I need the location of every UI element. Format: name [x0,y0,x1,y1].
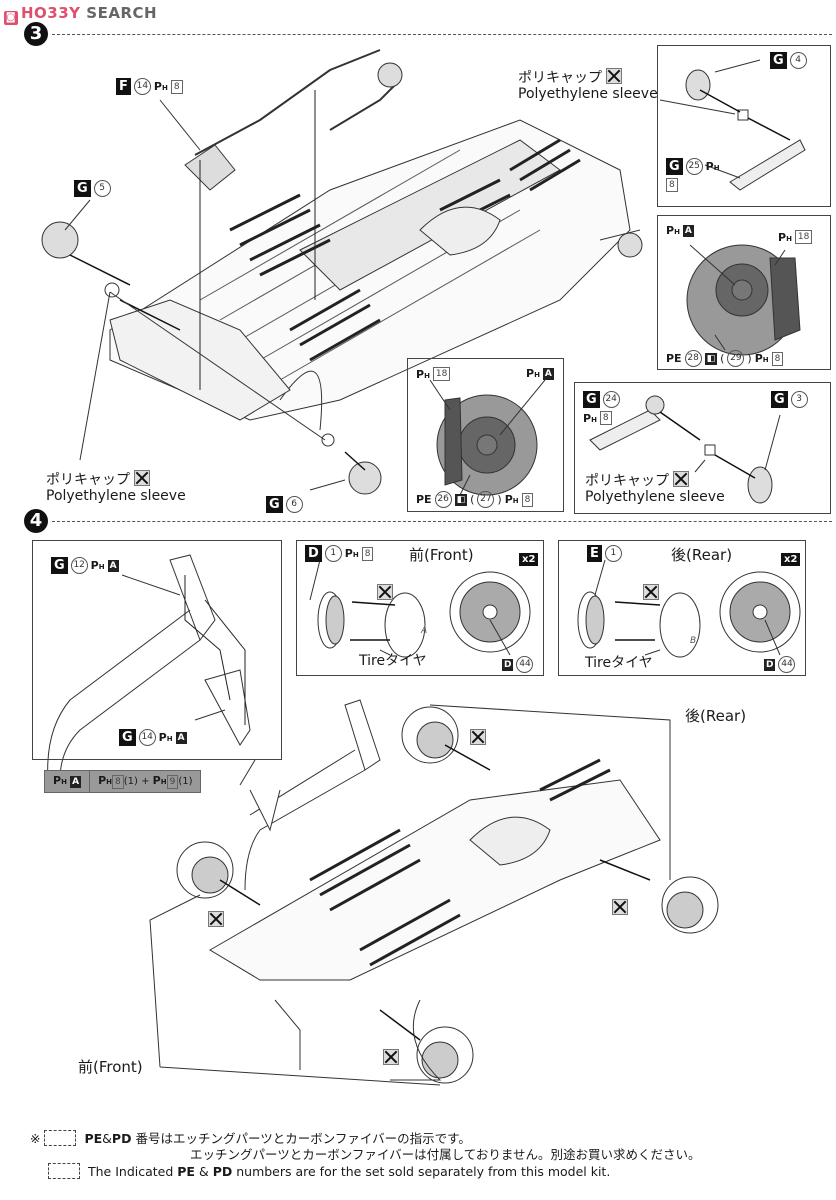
inset-rear-wheel: E 1 後(Rear) x2 B Tireタイヤ D 44 [558,540,806,676]
step-number-4: 4 [24,509,48,533]
paint-icon: PH [778,230,792,244]
callout-e1: E 1 [587,545,622,562]
tire-label: Tireタイヤ [585,655,653,671]
poly-sleeve-icon [643,584,659,600]
callout-g5: G 5 [74,180,111,197]
part-number: 14 [133,78,151,95]
quantity-badge: x2 [781,553,801,566]
part-tree-letter: F [116,78,131,95]
tire-letter: A [421,626,428,636]
decal-callout: D 44 [502,656,534,673]
brake-disc-illustration-right [686,244,801,356]
poly-sleeve-icon [612,899,628,915]
tire-label: Tireタイヤ [359,653,427,669]
callout-g4: G 4 [770,52,807,69]
rear-axle-label: 後(Rear) [685,707,747,725]
poly-sleeve-label-inset: ポリキャップ Polyethylene sleeve [585,471,725,505]
hobbysearch-logo-icon: ◙ [4,11,18,25]
front-axle-label: 前(Front) [78,1058,143,1076]
chassis-illustration-step4 [149,699,719,1086]
carbon-decal-icon: ◧ [704,352,718,365]
part-number: 5 [93,180,111,197]
carbon-decal-icon: ◧ [454,493,468,506]
quantity-badge: x2 [519,553,539,566]
front-wheel-illustration [309,559,531,658]
part-tree-letter: G [74,180,91,197]
callout-g6: G 6 [266,496,303,513]
dashed-box-icon [44,1130,77,1146]
poly-sleeve-icon [134,470,151,486]
poly-sleeve-label-left: ポリキャップ Polyethylene sleeve [46,470,186,504]
callout-f14: F 14 PH 8 [116,78,183,95]
inset-rear-hub: G 4 G 25 PH 8 [657,45,831,207]
rear-wheel-illustration [577,559,801,658]
poly-sleeve-icon [673,471,690,487]
rear-hub-illustration [659,59,806,191]
hobbysearch-watermark: ◙HO33Y SEARCH [4,4,158,25]
step-number-3: 3 [24,22,48,46]
poly-sleeve-icon [470,729,486,745]
decal-callout: D 44 [764,656,796,673]
footnote: ※ PE&PD 番号はエッチングパーツとカーボンファイバーの指示です。 エッチン… [30,1130,701,1179]
poly-sleeve-label-top: ポリキャップ Polyethylene sleeve [518,68,658,102]
poly-sleeve-icon [208,911,224,927]
exhaust-illustration [47,554,251,781]
poly-sleeve-icon [377,584,393,600]
paint-icon: PH [153,80,168,93]
paint-icon: PH [705,160,720,173]
dashed-box-icon [48,1163,80,1179]
rear-arm-illustration [589,395,781,504]
poly-sleeve-icon [606,68,623,84]
paint-icon: PH [666,224,680,237]
tire-letter: B [690,636,697,646]
front-title: 前(Front) [409,546,474,564]
rear-title: 後(Rear) [671,546,733,564]
callout-g3: G 3 [771,391,808,408]
step-divider [52,521,832,522]
chassis-illustration-step3 [41,49,643,495]
step-divider [52,34,832,35]
paint-number: 8 [170,79,183,94]
callout-g25: G 25 PH 8 [666,158,726,192]
poly-sleeve-icon [383,1049,399,1065]
